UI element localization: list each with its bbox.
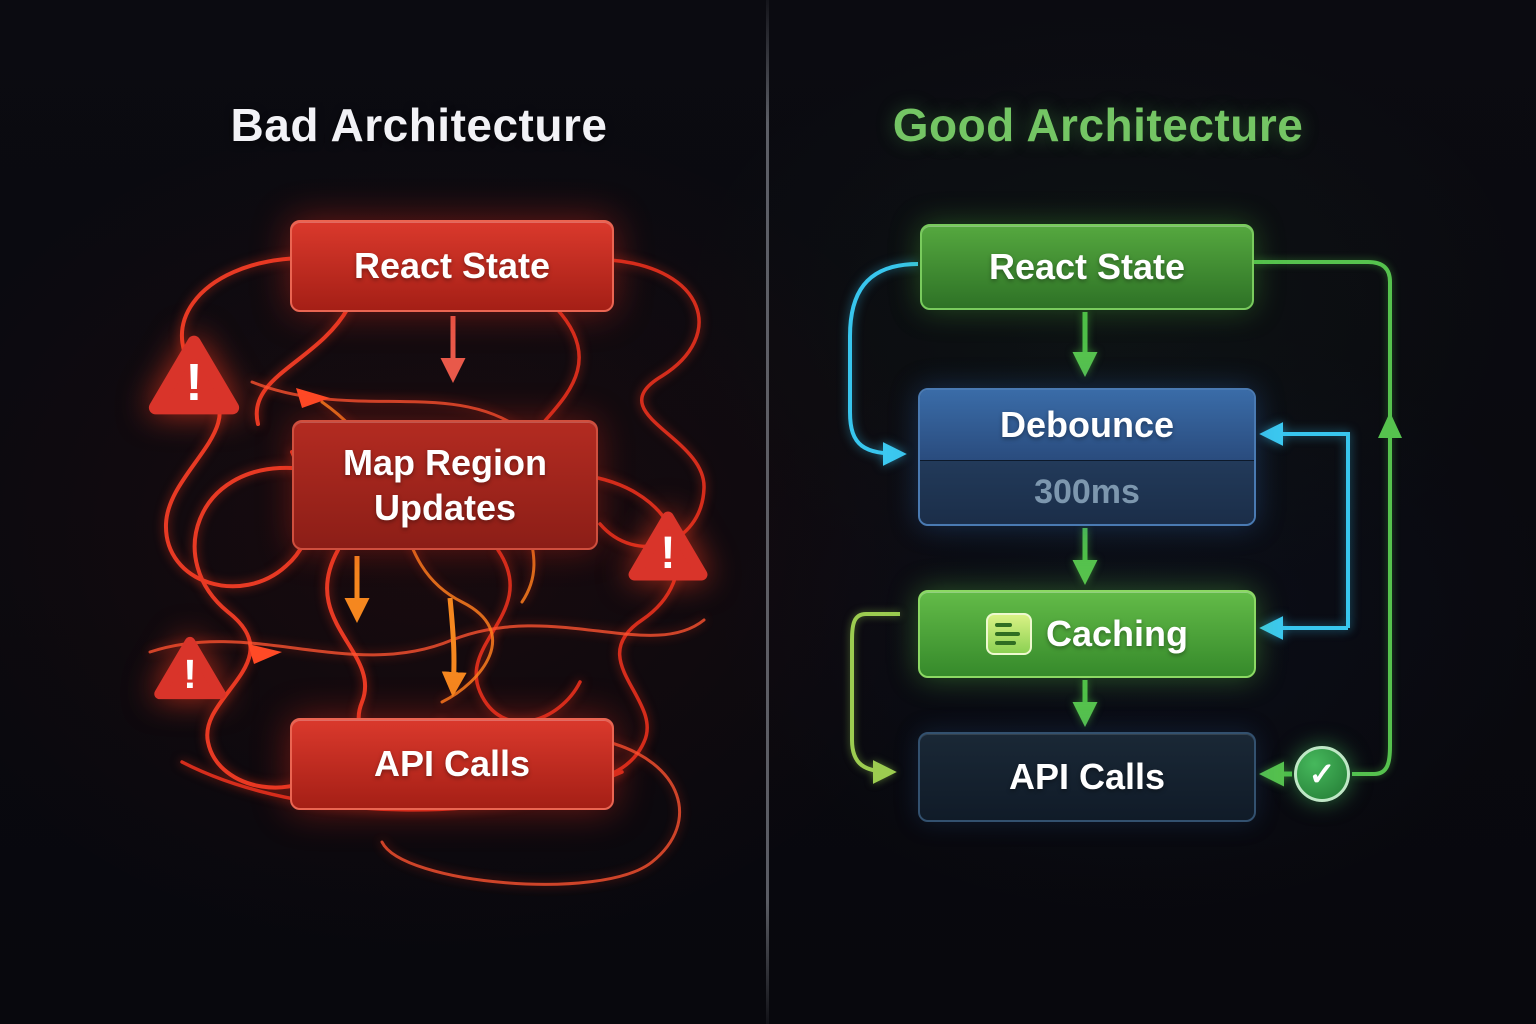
bad-architecture-title: Bad Architecture [230,99,608,151]
good-react-state-label: React State [988,246,1186,287]
debounce-label-row: Debounce [920,390,1254,460]
good-debounce-label: Debounce [999,404,1175,445]
bad-api-calls-box: API Calls [290,718,614,810]
good-api-calls-box: API Calls [918,732,1256,822]
good-debounce-box: Debounce 300ms [918,388,1256,526]
debounce-ms-row: 300ms [920,460,1254,523]
bad-map-region-box: Map Region Updates [292,420,598,550]
good-react-state-box: React State [920,224,1254,310]
good-debounce-ms-label: 300ms [1034,472,1140,511]
good-caching-label: Caching [1045,613,1188,654]
bad-react-state-label: React State [353,245,551,286]
bad-react-state-box: React State [290,220,614,312]
warning-icon: ! [154,636,226,700]
warning-exclamation: ! [185,353,202,411]
panel-divider [766,0,769,1024]
warning-exclamation: ! [660,527,675,578]
warning-icon: ! [628,511,708,581]
good-architecture-title: Good Architecture [892,99,1304,151]
check-icon: ✓ [1294,746,1350,802]
warning-icon: ! [148,335,240,415]
cache-icon [985,613,1032,655]
bad-map-region-label: Map Region Updates [343,442,547,528]
bad-api-calls-label: API Calls [373,743,531,784]
check-glyph: ✓ [1308,756,1336,792]
good-api-calls-label: API Calls [1008,756,1166,797]
warning-exclamation: ! [183,651,197,697]
good-caching-box: Caching [918,590,1256,678]
